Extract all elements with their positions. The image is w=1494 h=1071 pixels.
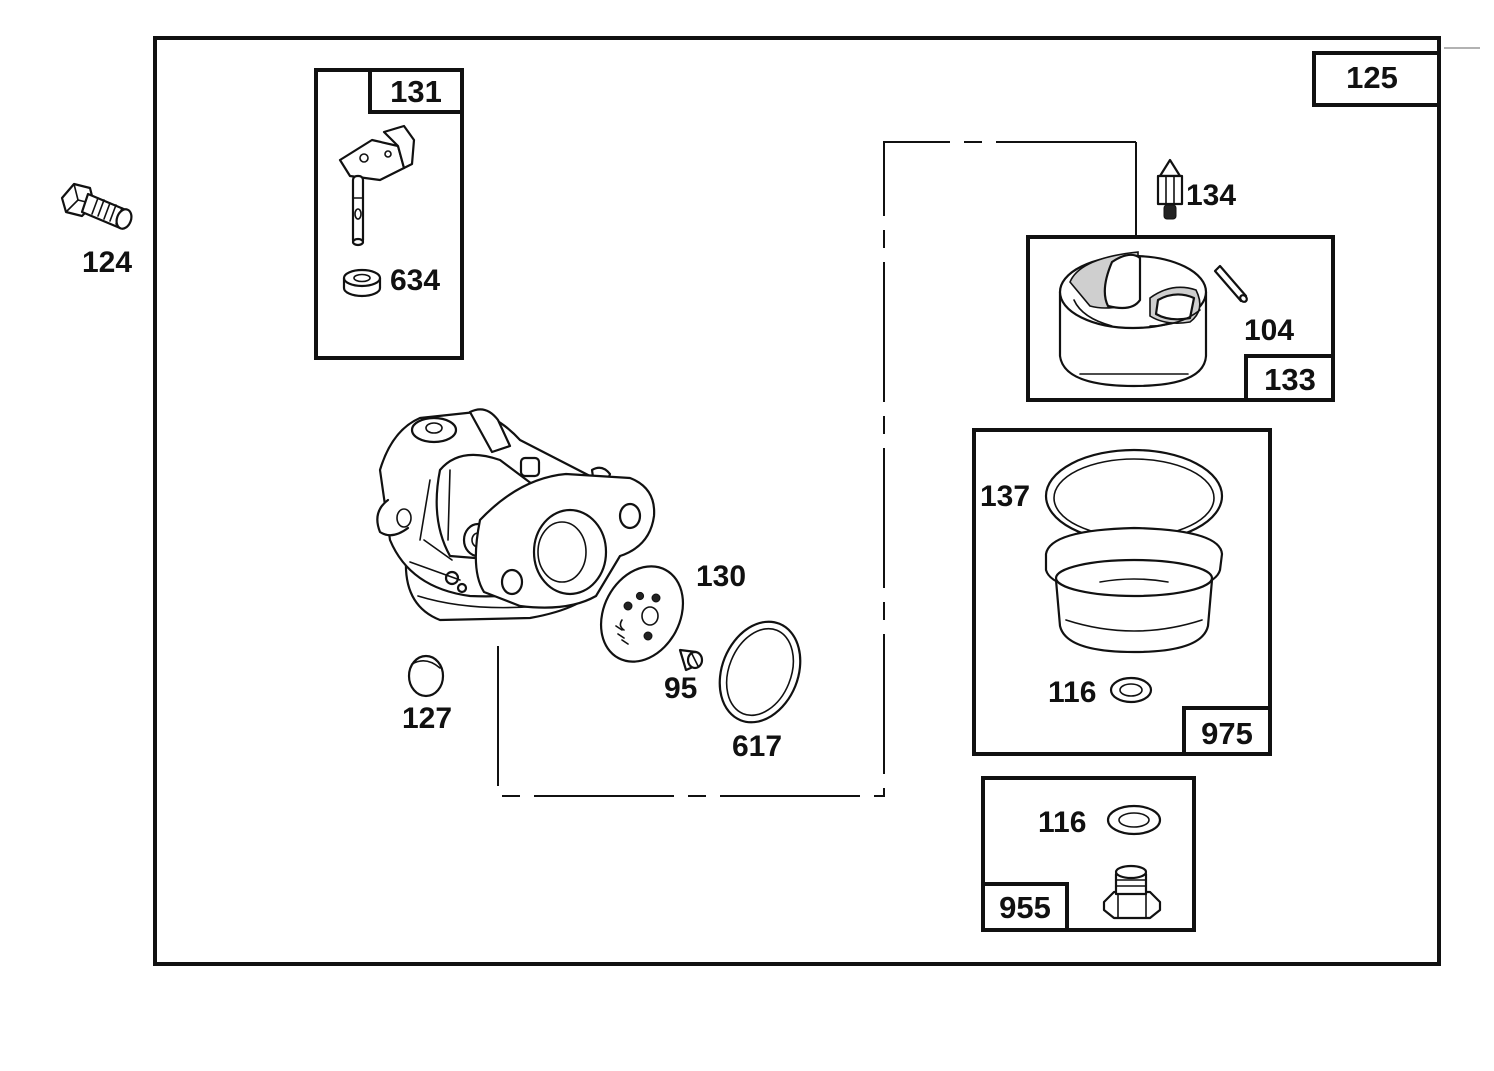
- washer-116-kit-icon: [1106, 804, 1162, 836]
- choke-kit-number-box: 131: [368, 68, 464, 114]
- part-label-95: 95: [664, 672, 697, 705]
- part-label-130: 130: [696, 560, 746, 593]
- gasket-617-icon: [718, 620, 802, 724]
- float-icon: [1058, 251, 1208, 388]
- bolt-kit-box: [981, 776, 1196, 932]
- part-label-116-kit: 116: [1038, 806, 1086, 839]
- seal-634-icon: [342, 268, 382, 298]
- choke-lever-icon: [338, 124, 416, 247]
- float-kit-number: 133: [1264, 362, 1316, 397]
- float-kit-number-box: 133: [1244, 354, 1335, 402]
- bowl-kit-box: [972, 428, 1272, 756]
- bowl-kit-number-box: 975: [1182, 706, 1272, 756]
- choke-kit-number: 131: [390, 74, 442, 109]
- screw-95-icon: [678, 648, 704, 672]
- needle-134-icon: [1156, 158, 1184, 220]
- bowl-icon: [1044, 526, 1224, 654]
- carburetor-body-icon: [376, 408, 656, 622]
- main-number-label: 125: [1346, 60, 1398, 95]
- bolt-kit-number-box: 955: [981, 882, 1069, 932]
- part-label-617: 617: [732, 730, 782, 763]
- washer-116-bowl-icon: [1109, 676, 1153, 704]
- part-label-116-bowl: 116: [1048, 676, 1096, 709]
- float-kit-box: [1026, 235, 1335, 402]
- part-label-134: 134: [1186, 179, 1236, 212]
- main-number-box: 125: [1312, 51, 1441, 107]
- bolt-124-icon: [60, 182, 133, 230]
- part-label-634: 634: [390, 264, 440, 297]
- pin-104-icon: [1213, 264, 1248, 303]
- part-label-104: 104: [1244, 314, 1294, 347]
- part-label-137: 137: [980, 480, 1030, 513]
- drain-bolt-icon: [1102, 864, 1162, 920]
- assembly-frame: [153, 36, 1441, 966]
- part-label-127: 127: [402, 702, 452, 735]
- plug-127-icon: [407, 654, 445, 698]
- connection-line: [497, 141, 1137, 797]
- part-label-124: 124: [82, 246, 132, 279]
- bowl-kit-number: 975: [1201, 716, 1253, 751]
- plate-130-icon: [599, 565, 685, 663]
- bolt-kit-number: 955: [999, 890, 1051, 925]
